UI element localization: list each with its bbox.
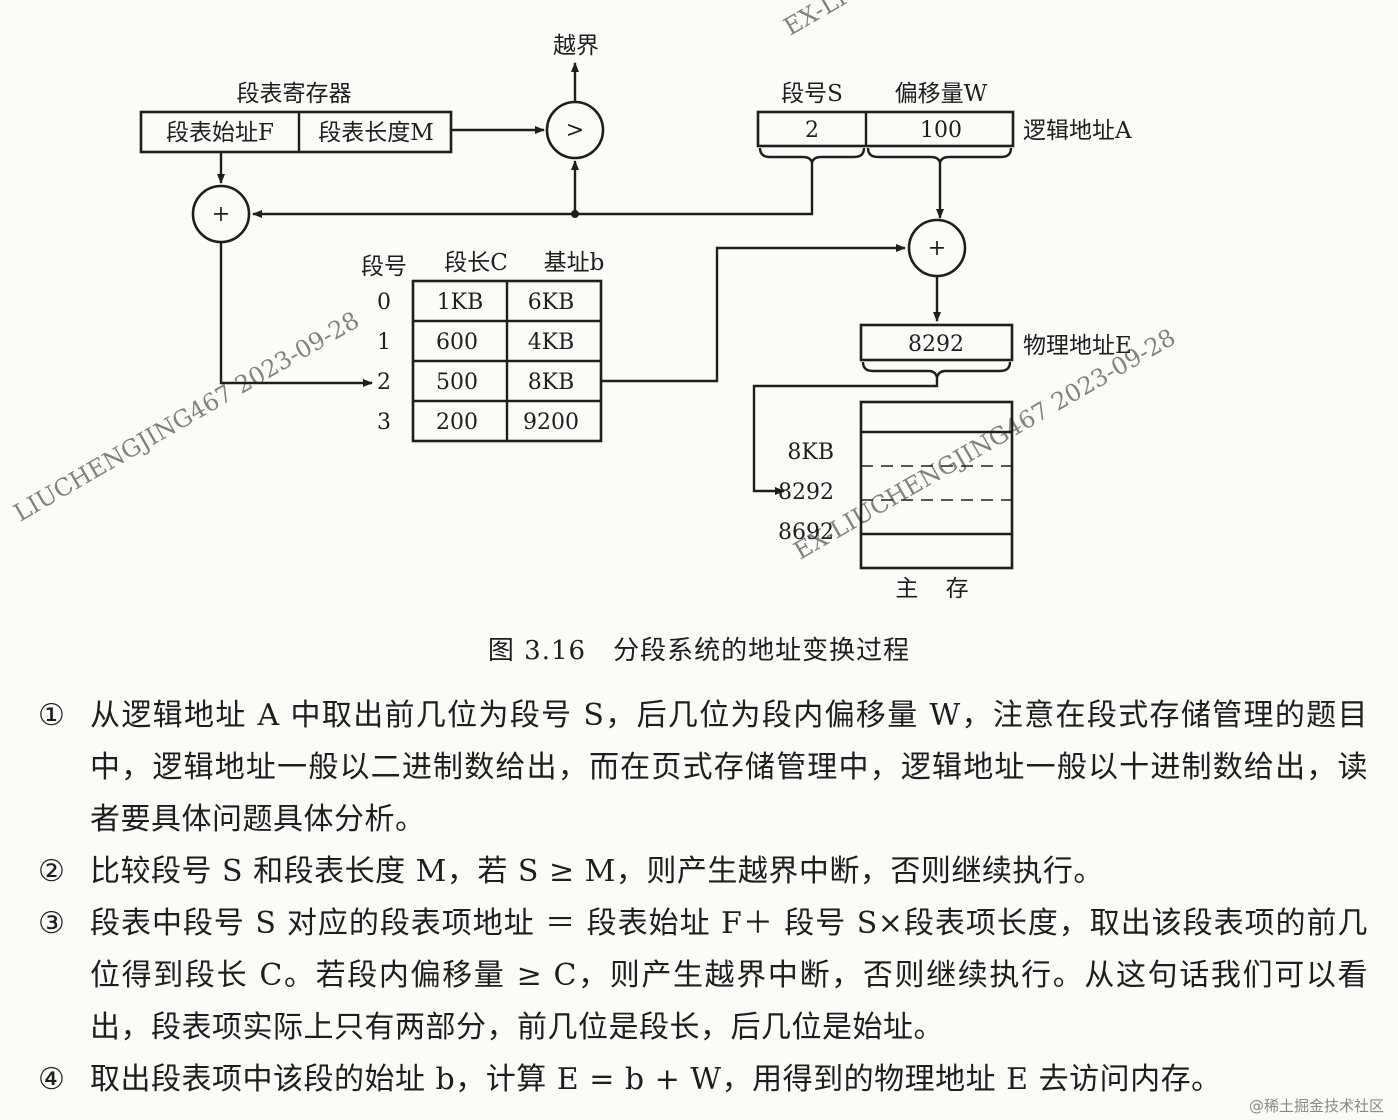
seg-no-label: 段号S (781, 81, 843, 107)
segment-translation-diagram: 越界 段表寄存器 段表始址F 段表长度M > 段号S 偏移量W 2 100 逻辑… (9, 0, 1180, 602)
step-number: ④ (38, 1062, 66, 1097)
comparator-op: > (566, 118, 584, 143)
mem-mark: 8692 (778, 520, 834, 545)
table-row-no: 2 (377, 370, 391, 395)
step-item: ① 从逻辑地址 A 中取出前几位为段号 S，后几位为段内偏移量 W，注意在段式存… (38, 690, 1368, 846)
step-number: ③ (38, 906, 66, 941)
table-row-no: 1 (377, 330, 391, 355)
credit-watermark: @稀土掘金技术社区 (1248, 1097, 1384, 1115)
table-header-len: 段长C (444, 250, 508, 276)
address-adder-op: + (928, 236, 946, 261)
table-row-no: 3 (377, 410, 391, 435)
reg-start-field: 段表始址F (166, 120, 274, 146)
memory-label: 主 存 (895, 576, 978, 602)
reg-length-field: 段表长度M (318, 120, 434, 146)
step-number: ② (38, 854, 66, 889)
physical-address-box (859, 323, 1014, 362)
step-item: ④ 取出段表项中该段的始址 b，计算 E = b + W，用得到的物理地址 E … (38, 1054, 1368, 1106)
physical-to-memory-arrow (752, 377, 939, 495)
table-cell-len: 600 (436, 330, 478, 355)
offset-value: 100 (920, 118, 962, 143)
table-cell-base: 9200 (523, 410, 579, 435)
table-cell-base: 4KB (528, 330, 575, 355)
physical-address-value: 8292 (908, 332, 964, 357)
mem-mark: 8KB (787, 440, 834, 465)
step-text: 从逻辑地址 A 中取出前几位为段号 S，后几位为段内偏移量 W，注意在段式存储管… (90, 698, 1368, 837)
step-item: ③ 段表中段号 S 对应的段表项地址 ＝ 段表始址 F＋ 段号 S×段表项长度，… (38, 898, 1368, 1054)
step-number: ① (38, 698, 66, 733)
table-header-base: 基址b (544, 250, 605, 276)
table-cell-len: 500 (436, 370, 478, 395)
step-text: 取出段表项中该段的始址 b，计算 E = b + W，用得到的物理地址 E 去访… (90, 1062, 1222, 1097)
step-item: ② 比较段号 S 和段表长度 M，若 S ≥ M，则产生越界中断，否则继续执行。 (38, 846, 1368, 898)
register-box (139, 110, 453, 154)
overflow-label: 越界 (553, 33, 599, 59)
seg-no-brace (758, 147, 866, 166)
table-row-no: 0 (377, 290, 391, 315)
step-list: ① 从逻辑地址 A 中取出前几位为段号 S，后几位为段内偏移量 W，注意在段式存… (38, 690, 1368, 1106)
table-cell-len: 1KB (437, 290, 484, 315)
watermark: LIUCHENGJING467 2023-09-28 (9, 306, 364, 527)
base-to-adder-arrow (601, 244, 906, 383)
table-cell-len: 200 (436, 410, 478, 435)
step-text: 段表中段号 S 对应的段表项地址 ＝ 段表始址 F＋ 段号 S×段表项长度，取出… (90, 906, 1368, 1045)
seg-no-value: 2 (805, 118, 819, 143)
mem-mark: 8292 (778, 480, 834, 505)
offset-brace (866, 147, 1013, 166)
step-text: 比较段号 S 和段表长度 M，若 S ≥ M，则产生越界中断，否则继续执行。 (90, 854, 1104, 889)
watermark: EX-LI (779, 0, 851, 41)
seg-no-route (575, 162, 814, 216)
table-header-no: 段号 (361, 254, 407, 280)
figure-caption: 图 3.16 分段系统的地址变换过程 (487, 636, 911, 666)
physical-address-label: 物理地址E (1023, 333, 1132, 359)
offset-label: 偏移量W (895, 81, 988, 107)
logical-address-box (756, 110, 1015, 148)
logical-address-label: 逻辑地址A (1023, 118, 1132, 144)
adder-to-table-arrow (219, 242, 373, 387)
table-cell-base: 6KB (528, 290, 575, 315)
table-adder-op: + (212, 202, 230, 227)
physical-brace (861, 361, 1012, 381)
register-title: 段表寄存器 (237, 81, 352, 107)
main-memory (859, 400, 1014, 570)
table-cell-base: 8KB (528, 370, 575, 395)
